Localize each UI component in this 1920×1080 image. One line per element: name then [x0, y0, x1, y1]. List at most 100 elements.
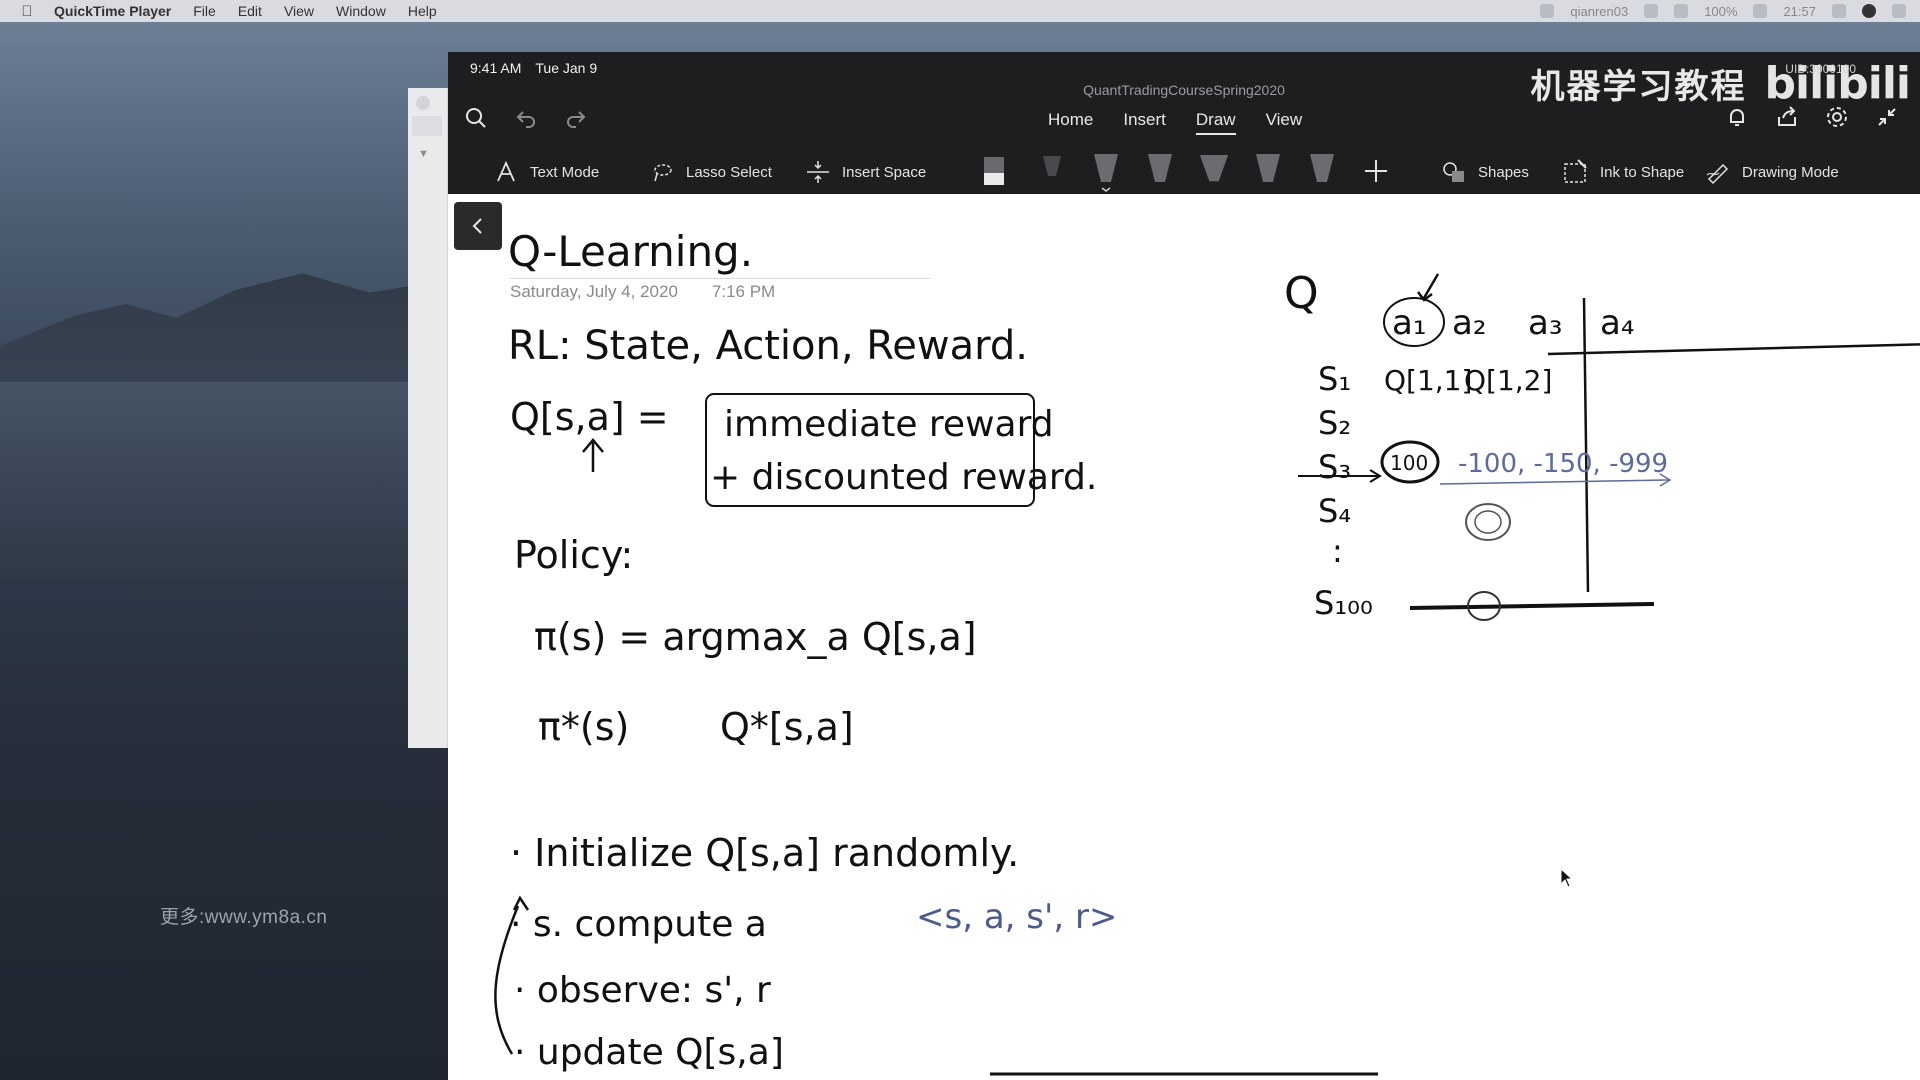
undo-icon[interactable]: [512, 104, 540, 132]
note-policy-eq: π(s) = argmax_a Q[s,a]: [534, 615, 977, 659]
reward-box: [705, 393, 1035, 507]
note-canvas[interactable]: Saturday, July 4, 2020 7:16 PM Q-Learnin…: [448, 194, 1920, 1080]
note-policy: Policy:: [514, 533, 633, 577]
q-row-s4: S₄: [1318, 492, 1351, 530]
add-pen-icon[interactable]: [1360, 152, 1392, 192]
spotlight-icon[interactable]: [1832, 4, 1846, 18]
tab-insert[interactable]: Insert: [1123, 110, 1166, 129]
share-icon[interactable]: [1772, 102, 1802, 132]
q-table-label: Q: [1284, 268, 1319, 319]
user-avatar-icon[interactable]: [1862, 4, 1876, 18]
search-icon[interactable]: [462, 104, 490, 132]
title-underline: [510, 278, 930, 279]
q-col-a2: a₂: [1452, 303, 1486, 343]
tab-draw[interactable]: Draw: [1195, 110, 1236, 135]
shapes-tool[interactable]: Shapes: [1440, 150, 1529, 194]
s3-pointer-head-mark: [1369, 469, 1382, 483]
s3-values-arrow-head-mark: [1659, 473, 1672, 487]
note-rl: RL: State, Action, Reward.: [508, 323, 1028, 369]
ipad-status-bar: 9:41 AM Tue Jan 9: [470, 60, 597, 76]
note-policy-star-left: π*(s): [538, 705, 629, 749]
back-button[interactable]: [454, 202, 502, 250]
document-title: QuantTradingCourseSpring2020: [1083, 82, 1285, 98]
pen-icon-1[interactable]: [1036, 152, 1068, 192]
battery-percent[interactable]: 100%: [1704, 3, 1738, 19]
status-icon[interactable]: [1540, 4, 1555, 18]
collapse-arrow-icon[interactable]: ▼: [418, 148, 429, 160]
watermark-uid: UID:3900100: [1785, 62, 1856, 76]
ink-to-shape-tool[interactable]: Ink to Shape: [1562, 150, 1684, 194]
pen-icon-5[interactable]: [1252, 152, 1284, 192]
video-watermark: 机器学习教程 bilibili UID:3900100: [1530, 58, 1911, 109]
q-col-a4: a₄: [1600, 303, 1634, 343]
tab-home[interactable]: Home: [1048, 110, 1094, 129]
pen-icon-3[interactable]: [1144, 152, 1176, 192]
shapes-icon: [1440, 158, 1468, 186]
note-q-def-box-2: + discounted reward.: [710, 457, 1097, 498]
chevron-left-icon: [472, 218, 482, 234]
pen-icon-4[interactable]: [1198, 152, 1230, 192]
menu-file[interactable]: File: [193, 3, 216, 19]
s3-circled-value: 100: [1390, 451, 1428, 475]
control-center-icon[interactable]: [1892, 4, 1906, 18]
ipad-mirror-window: 9:41 AM Tue Jan 9 QuantTradingCourseSpri…: [448, 52, 1920, 1080]
sidebar-toggle-icon[interactable]: [412, 116, 442, 136]
drawing-mode-tool[interactable]: Drawing Mode: [1704, 150, 1839, 194]
tab-view[interactable]: View: [1265, 110, 1303, 129]
page-date: Saturday, July 4, 2020: [510, 282, 678, 301]
apple-menu-icon[interactable]: : [18, 2, 36, 20]
menubar-status-area: qianren03 100% 21:57: [1540, 0, 1906, 22]
watermark-chinese-title: 机器学习教程: [1530, 67, 1747, 107]
note-init: · Initialize Q[s,a] randomly.: [510, 831, 1019, 875]
collapse-icon[interactable]: [1872, 102, 1902, 132]
s100-circle-mark: [1467, 591, 1501, 621]
lasso-icon: [648, 158, 676, 186]
q-row-dots: :: [1332, 532, 1343, 570]
note-q-def-left: Q[s,a] =: [510, 395, 669, 439]
note-observe: · observe: s', r: [514, 970, 771, 1011]
pen-icon-6[interactable]: [1306, 152, 1338, 192]
q-cell-1-2: Q[1,2]: [1464, 364, 1552, 397]
s4-circle-mark: [1465, 503, 1511, 541]
loop-bracket-mark: [494, 905, 520, 1055]
a1-circle-mark: [1383, 297, 1445, 347]
menu-window[interactable]: Window: [336, 3, 386, 19]
menubar-user[interactable]: qianren03: [1570, 3, 1629, 19]
lasso-select-label: Lasso Select: [686, 163, 772, 181]
draw-tools-row: Text Mode Lasso Select Insert Space: [448, 150, 1920, 194]
menu-app-name[interactable]: QuickTime Player: [54, 3, 172, 19]
mouse-cursor-icon: [1560, 868, 1574, 888]
eraser-icon: [980, 157, 1008, 186]
s4-inner-circle-mark: [1474, 510, 1502, 534]
insert-space-tool[interactable]: Insert Space: [804, 150, 926, 194]
note-tuple: <s, a, s', r>: [916, 897, 1117, 937]
up-arrow-mark: [582, 438, 604, 472]
background-window[interactable]: ▼: [408, 88, 448, 748]
eraser-tool[interactable]: [980, 150, 1008, 194]
volume-icon[interactable]: [1644, 4, 1659, 18]
menu-help[interactable]: Help: [407, 3, 437, 19]
pen-icon-2[interactable]: [1090, 152, 1122, 192]
text-mode-icon: [492, 158, 520, 186]
menubar-clock[interactable]: 21:57: [1783, 3, 1816, 19]
note-policy-star-right: Q*[s,a]: [720, 705, 854, 749]
status-time: 9:41 AM: [470, 60, 522, 76]
s3-circled-mark: [1380, 440, 1440, 484]
gear-icon[interactable]: [1822, 102, 1852, 132]
desktop-sea: [0, 382, 420, 582]
text-mode-tool[interactable]: Text Mode: [492, 150, 599, 194]
lasso-select-tool[interactable]: Lasso Select: [648, 150, 772, 194]
menu-view[interactable]: View: [283, 3, 315, 19]
bluetooth-icon[interactable]: [1674, 4, 1689, 18]
menu-edit[interactable]: Edit: [237, 3, 262, 19]
status-date: Tue Jan 9: [535, 60, 598, 76]
q-table-hline: [1547, 343, 1920, 356]
battery-icon[interactable]: [1753, 4, 1768, 18]
ink-to-shape-icon: [1562, 158, 1590, 186]
bell-icon[interactable]: [1722, 102, 1752, 132]
window-control-icon[interactable]: [416, 96, 430, 110]
note-step-s: · s. compute a: [510, 904, 767, 945]
redo-icon[interactable]: [562, 104, 590, 132]
note-q-def-box-1: immediate reward: [724, 404, 1054, 445]
toolbar-left-icons: [462, 104, 590, 132]
